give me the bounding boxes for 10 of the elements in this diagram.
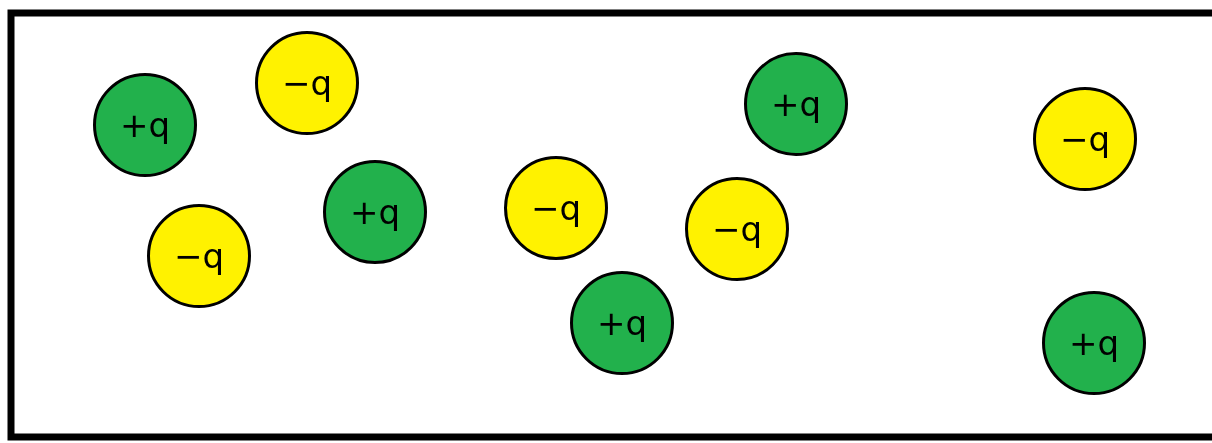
charge-label: −q	[711, 209, 763, 249]
charge-label: +q	[770, 84, 822, 124]
charge-label: +q	[1068, 323, 1120, 363]
charge-label: −q	[530, 188, 582, 228]
charge-label: −q	[281, 63, 333, 103]
charge-label: −q	[173, 236, 225, 276]
charge-label: +q	[349, 192, 401, 232]
charge-label: +q	[119, 105, 171, 145]
charge-label: −q	[1059, 119, 1111, 159]
charge-label: +q	[596, 303, 648, 343]
